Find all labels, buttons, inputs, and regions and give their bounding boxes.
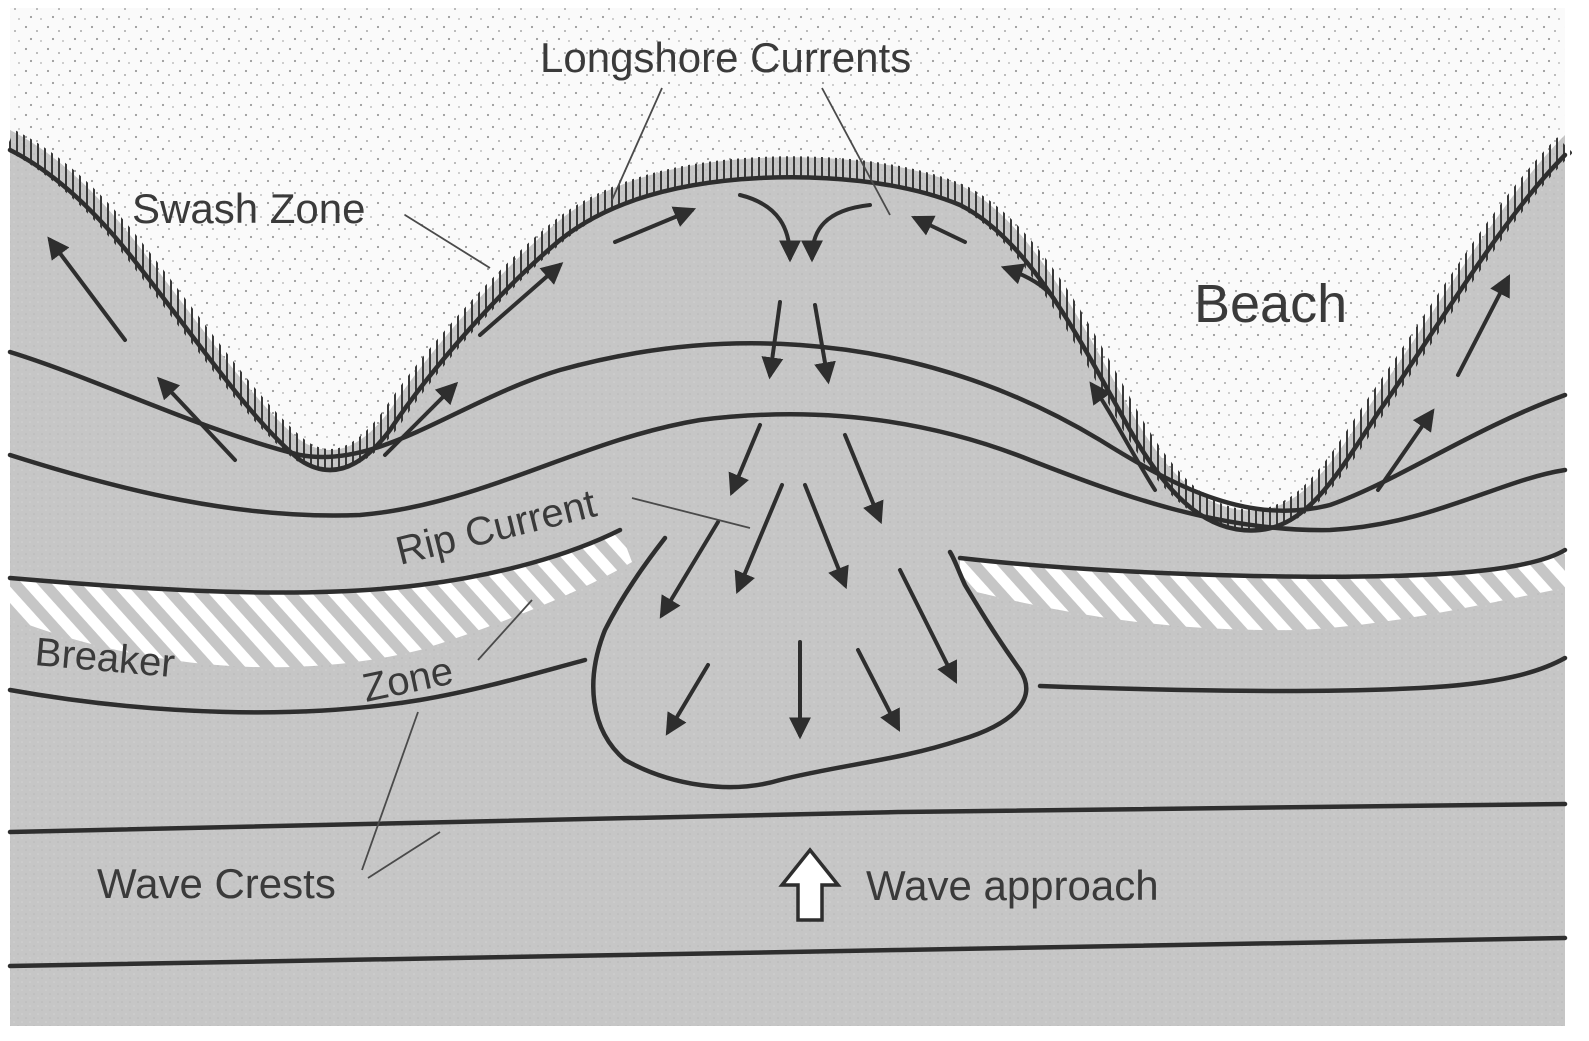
- wave-crests-label: Wave Crests: [97, 860, 336, 907]
- swash-zone-label: Swash Zone: [132, 185, 365, 232]
- beach-label: Beach: [1194, 274, 1347, 334]
- longshore-currents-label: Longshore Currents: [540, 34, 911, 81]
- wave-approach-label: Wave approach: [866, 862, 1159, 909]
